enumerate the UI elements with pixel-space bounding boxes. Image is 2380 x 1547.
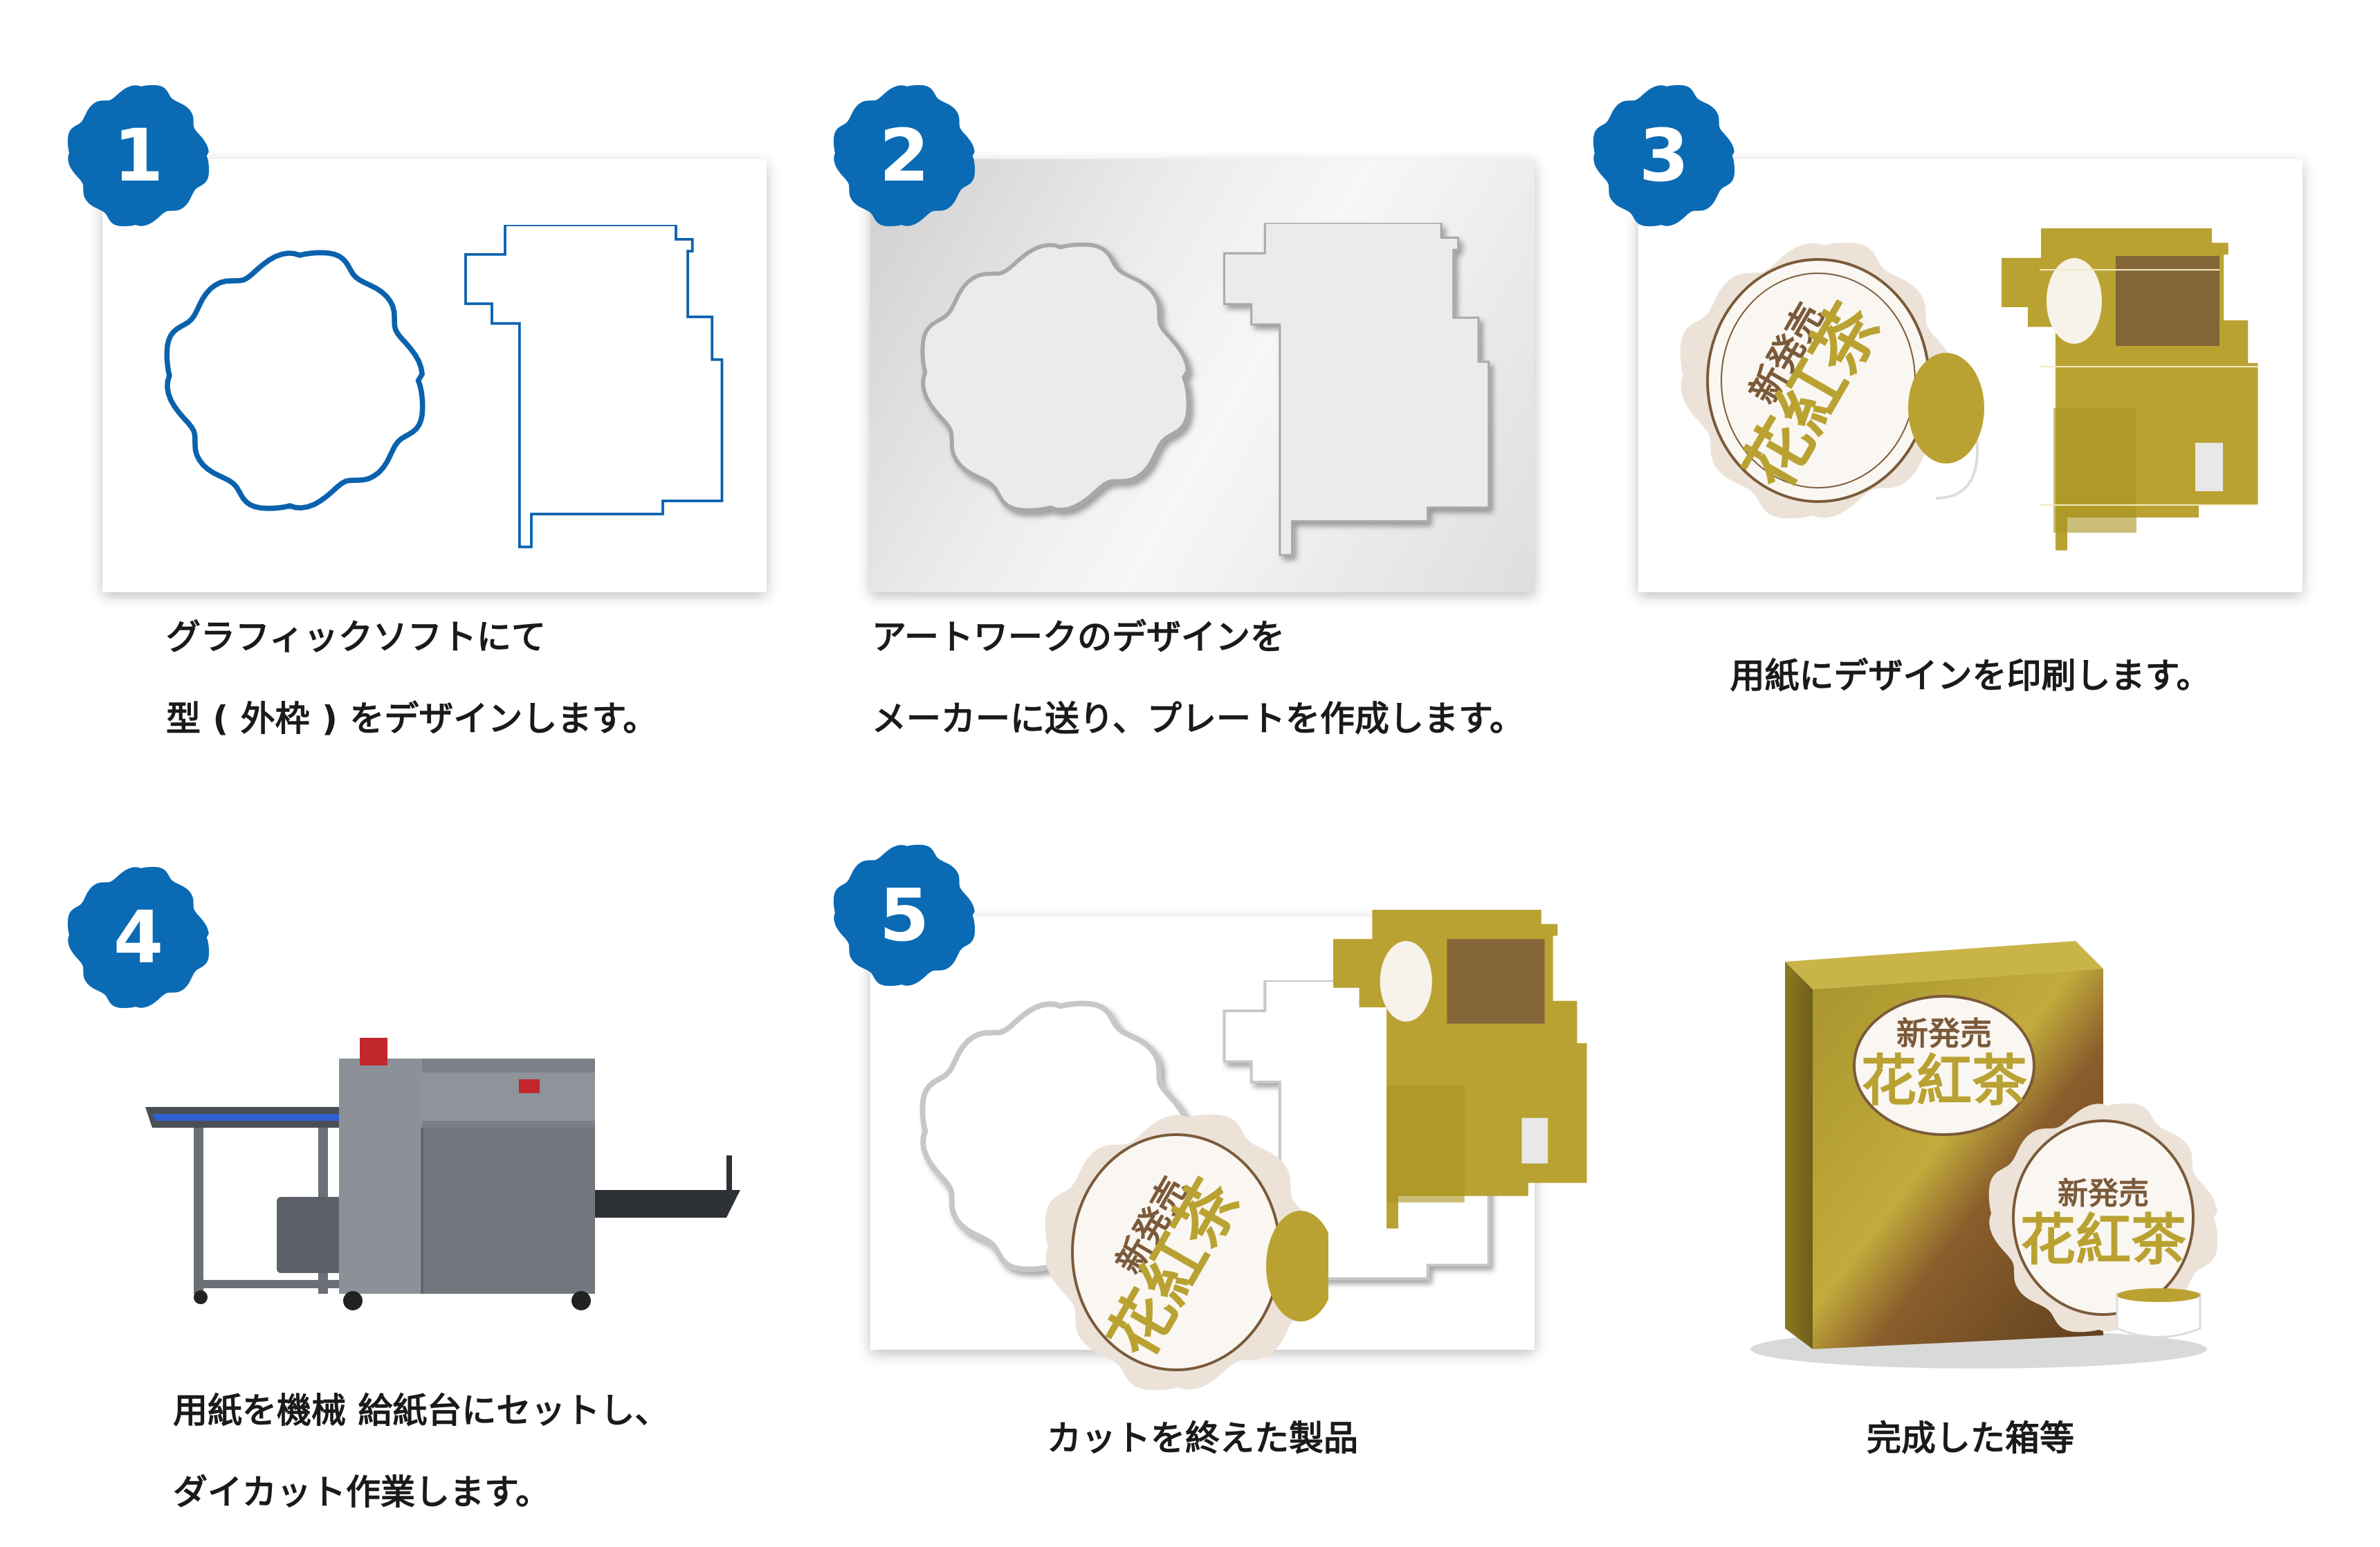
step5-number: 5	[879, 873, 930, 958]
step5-caption-line1: カットを終えた製品	[1047, 1418, 1358, 1458]
plate-box-die	[1223, 223, 1490, 556]
step1-panel	[102, 159, 767, 592]
step4-number: 4	[113, 895, 164, 980]
step2-caption-line2: メーカーに送り、プレートを作成します。	[872, 699, 1524, 739]
step4-machine-photo	[131, 1017, 768, 1321]
finished-label-top: 新発売	[2058, 1176, 2149, 1211]
printed-box-net	[2002, 228, 2258, 551]
finished-box-label-top: 新発売	[1896, 1015, 1992, 1052]
finished-box-image: 新発売 花紅茶 新発売 花紅茶	[1716, 920, 2242, 1377]
step3-caption-line1: 用紙にデザインを印刷します。	[1730, 656, 2211, 696]
step1-caption-line1: グラフィックソフトにて	[166, 617, 546, 657]
step3-printed-sheet: 新発売 花紅茶	[1680, 228, 2258, 551]
step4-caption-line1: 用紙を機械 給紙台にセットし、	[173, 1391, 670, 1431]
step2-badge: 2	[832, 83, 977, 228]
finished-caption: 完成した箱等	[1638, 1398, 2303, 1479]
finished-box-label-main: 花紅茶	[1861, 1049, 2028, 1113]
step3-caption: 用紙にデザインを印刷します。	[1638, 635, 2303, 717]
step5-badge: 5	[832, 843, 977, 988]
step1-caption: グラフィックソフトにて 型 ( 外枠 ) をデザインします。	[166, 596, 657, 760]
step2-panel	[870, 159, 1535, 592]
step4-caption: 用紙を機械 給紙台にセットし、 ダイカット作業します。	[173, 1370, 669, 1533]
step2-caption: アートワークのデザインを メーカーに送り、プレートを作成します。	[872, 596, 1524, 760]
step1-caption-line2: 型 ( 外枠 ) をデザインします。	[166, 699, 658, 739]
box-outline	[464, 225, 724, 549]
step5-cut-box-net	[1325, 910, 1602, 1235]
step3-number: 3	[1638, 113, 1690, 198]
step3-badge: 3	[1591, 83, 1737, 228]
printed-label: 新発売 花紅茶	[1680, 242, 1984, 519]
step5-cut-label: 新発売 花紅茶	[1038, 1107, 1328, 1398]
step4-caption-line2: ダイカット作業します。	[173, 1472, 550, 1512]
scallop-outline	[167, 253, 422, 508]
finished-caption-line1: 完成した箱等	[1867, 1418, 2074, 1458]
step1-number: 1	[113, 113, 164, 198]
step1-badge: 1	[66, 83, 211, 228]
step3-panel: 新発売 花紅茶	[1638, 159, 2303, 592]
step5-caption: カットを終えた製品	[870, 1398, 1535, 1479]
finished-label-main: 花紅茶	[2020, 1208, 2187, 1272]
step2-caption-line1: アートワークのデザインを	[872, 617, 1285, 657]
plate-scallop-die	[923, 245, 1189, 511]
step2-number: 2	[879, 113, 930, 198]
step4-badge: 4	[66, 865, 211, 1010]
